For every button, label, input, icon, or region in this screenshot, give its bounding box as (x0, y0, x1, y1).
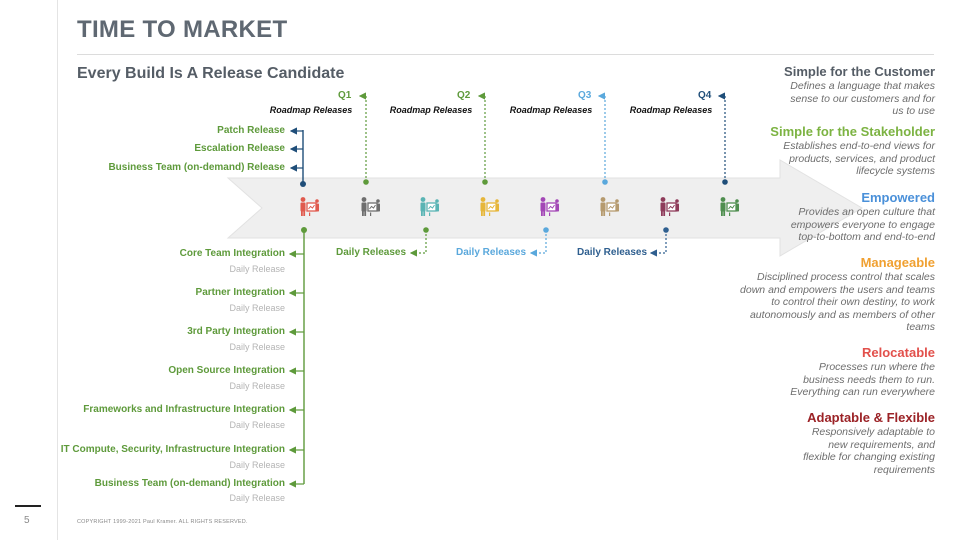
integration-sub-frameworks: Daily Release (229, 420, 285, 430)
page-title: TIME TO MARKET (77, 16, 288, 43)
integration-sub-partner: Daily Release (229, 303, 285, 313)
integration-label-third-party: 3rd Party Integration (187, 326, 285, 337)
quarter-label-q1: Q1 (338, 90, 352, 101)
team-icon-green (718, 196, 740, 218)
principle-text: Responsively adaptable to new requiremen… (803, 426, 935, 476)
principle-empowered: Empowered Provides an open culture that … (735, 190, 935, 244)
daily-releases-label-2: Daily Releases (456, 247, 527, 258)
team-icon-gray (359, 196, 381, 218)
integration-label-frameworks: Frameworks and Infrastructure Integratio… (83, 404, 285, 415)
integration-label-partner: Partner Integration (195, 287, 285, 298)
integration-label-open-source: Open Source Integration (168, 365, 285, 376)
integration-label-it-compute: IT Compute, Security, Infrastructure Int… (60, 444, 285, 455)
principle-relocatable: Relocatable Processes run where the busi… (735, 345, 935, 399)
team-icon-tan (598, 196, 620, 218)
team-icon-purple (538, 196, 560, 218)
principle-text: Processes run where the business needs t… (790, 361, 935, 398)
integration-sub-third-party: Daily Release (229, 342, 285, 352)
integration-label-business-team: Business Team (on-demand) Integration (94, 478, 285, 489)
daily-releases-label-1: Daily Releases (336, 247, 407, 258)
page-number-rule (15, 505, 41, 507)
principle-text: Disciplined process control that scales … (740, 271, 935, 333)
integration-sub-open-source: Daily Release (229, 381, 285, 391)
roadmap-releases-label-q2: Roadmap Releases (389, 105, 473, 115)
integration-sub-business-team: Daily Release (229, 493, 285, 503)
left-divider (57, 0, 58, 540)
business-team-release-label: Business Team (on-demand) Release (108, 162, 285, 173)
principle-heading: Manageable (860, 255, 935, 270)
roadmap-releases-label-q3: Roadmap Releases (509, 105, 593, 115)
principle-heading: Simple for the Customer (784, 64, 935, 79)
team-icon-maroon (658, 196, 680, 218)
principle-text: Establishes end-to-end views for product… (783, 140, 935, 177)
page-number: 5 (24, 515, 30, 526)
daily-releases-label-3: Daily Releases (577, 247, 648, 258)
principle-simple-stakeholder: Simple for the Stakeholder Establishes e… (735, 124, 935, 178)
principle-text: Provides an open culture that empowers e… (790, 206, 935, 243)
principle-heading: Empowered (861, 190, 935, 205)
integration-sub-core-team: Daily Release (229, 264, 285, 274)
title-divider (77, 54, 934, 55)
integration-sub-it-compute: Daily Release (229, 460, 285, 470)
principle-simple-customer: Simple for the Customer Defines a langua… (735, 64, 935, 118)
roadmap-releases-label-q4: Roadmap Releases (629, 105, 713, 115)
quarter-label-q4: Q4 (698, 90, 712, 101)
team-icon-red (298, 196, 320, 218)
principle-heading: Relocatable (862, 345, 935, 360)
team-icon-yellow (478, 196, 500, 218)
copyright: COPYRIGHT 1999-2021 Paul Kramer. ALL RIG… (77, 519, 248, 525)
principle-text: Defines a language that makes sense to o… (790, 80, 935, 117)
quarter-label-q3: Q3 (578, 90, 592, 101)
team-icon-teal (418, 196, 440, 218)
principle-manageable: Manageable Disciplined process control t… (735, 255, 935, 334)
principle-heading: Simple for the Stakeholder (770, 124, 935, 139)
principle-adaptable: Adaptable & Flexible Responsively adapta… (735, 410, 935, 476)
page-subtitle: Every Build Is A Release Candidate (77, 65, 345, 82)
patch-release-label: Patch Release (217, 125, 285, 136)
principle-heading: Adaptable & Flexible (807, 410, 935, 425)
integration-label-core-team: Core Team Integration (179, 248, 285, 259)
roadmap-releases-label-q1: Roadmap Releases (269, 105, 353, 115)
escalation-release-label: Escalation Release (194, 143, 285, 154)
quarter-label-q2: Q2 (457, 90, 471, 101)
